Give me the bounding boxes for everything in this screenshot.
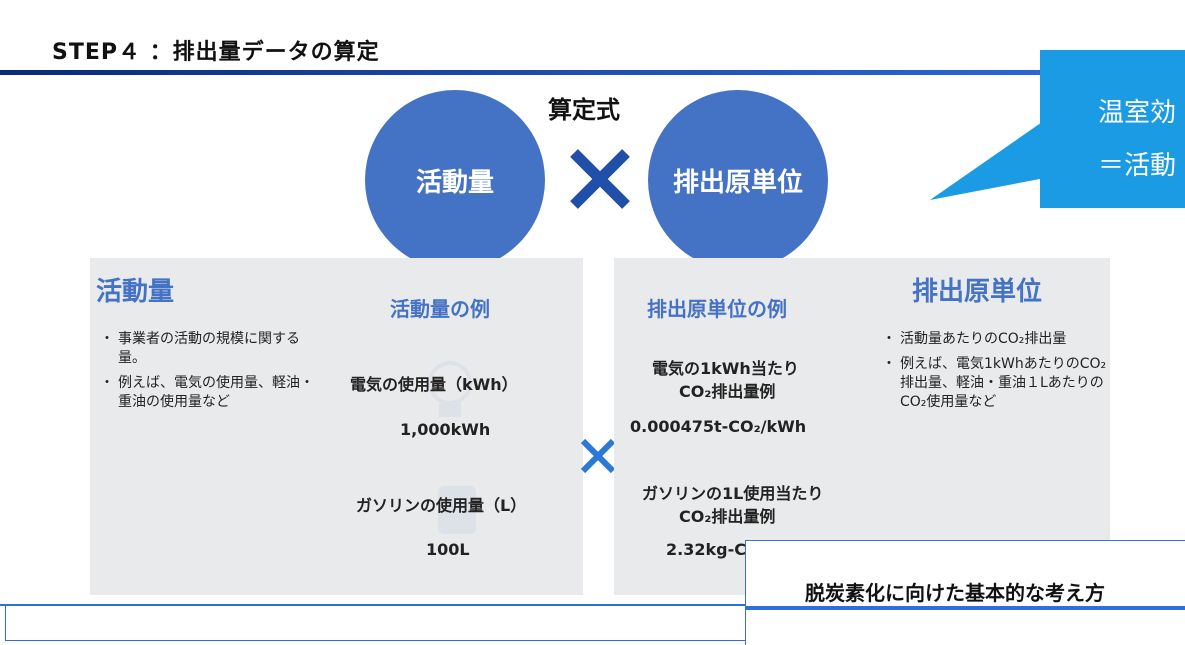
activity-description: 事業者の活動の規模に関する量。 例えば、電気の使用量、軽油・重油の使用量など [100, 330, 320, 418]
callout-box [1040, 50, 1185, 208]
emission-factor-example-2-label-line1: ガソリンの1L使用当たり [642, 484, 824, 503]
page-title: STEP４ ：排出量データの算定 [52, 40, 380, 65]
emission-factor-example-2-label-line2: CO₂排出量例 [679, 507, 776, 526]
activity-example-1-label: 電気の使用量（kWh） [350, 375, 518, 394]
emission-factor-example-heading: 排出原単位の例 [647, 297, 787, 321]
emission-factor-example-1-value: 0.000475t-CO₂/kWh [630, 417, 807, 436]
lightbulb-icon [425, 358, 475, 452]
next-slide-preview[interactable] [745, 540, 1185, 645]
fuel-can-icon [432, 476, 482, 540]
list-item: 例えば、電気1kWhあたりのCO₂排出量、軽油・重油１LあたりのCO₂使用量など [882, 355, 1108, 412]
activity-panel: 活動量 事業者の活動の規模に関する量。 例えば、電気の使用量、軽油・重油の使用量… [90, 258, 583, 595]
emission-factor-example-1-label-line2: CO₂排出量例 [679, 382, 776, 401]
formula-label: 算定式 [548, 96, 620, 124]
next-slide-title: 脱炭素化に向けた基本的な考え方 [805, 581, 1105, 605]
activity-circle-label: 活動量 [415, 167, 494, 198]
multiply-icon [578, 436, 618, 476]
callout-text-line2: ＝活動 [1098, 151, 1177, 181]
bottom-frame-bottom [5, 640, 745, 641]
multiply-icon [566, 145, 634, 213]
emission-factor-circle: 排出原単位 [648, 90, 828, 270]
list-item: 例えば、電気の使用量、軽油・重油の使用量など [100, 374, 320, 412]
activity-example-2-label: ガソリンの使用量（L） [356, 496, 527, 515]
bottom-frame-left [5, 604, 6, 640]
activity-example-2-value: 100L [426, 540, 470, 559]
callout-text-line1: 温室効 [1098, 98, 1177, 128]
emission-factor-panel: 排出原単位の例 排出原単位 活動量あたりのCO₂排出量 例えば、電気1kWhあた… [614, 258, 1110, 595]
bottom-rule [0, 604, 1185, 606]
activity-example-heading: 活動量の例 [390, 297, 490, 321]
emission-factor-description: 活動量あたりのCO₂排出量 例えば、電気1kWhあたりのCO₂排出量、軽油・重油… [882, 330, 1108, 418]
next-slide-rule [745, 606, 1185, 610]
list-item: 活動量あたりのCO₂排出量 [882, 330, 1108, 349]
activity-heading: 活動量 [96, 277, 175, 307]
emission-factor-example-1-label-line1: 電気の1kWh当たり [652, 359, 799, 378]
activity-example-1-value: 1,000kWh [400, 420, 491, 439]
emission-factor-circle-label: 排出原単位 [672, 167, 803, 198]
list-item: 事業者の活動の規模に関する量。 [100, 330, 320, 368]
emission-factor-heading: 排出原単位 [912, 277, 1043, 307]
title-rule [0, 70, 1185, 75]
activity-circle: 活動量 [365, 90, 545, 270]
callout-tail [930, 120, 1045, 205]
